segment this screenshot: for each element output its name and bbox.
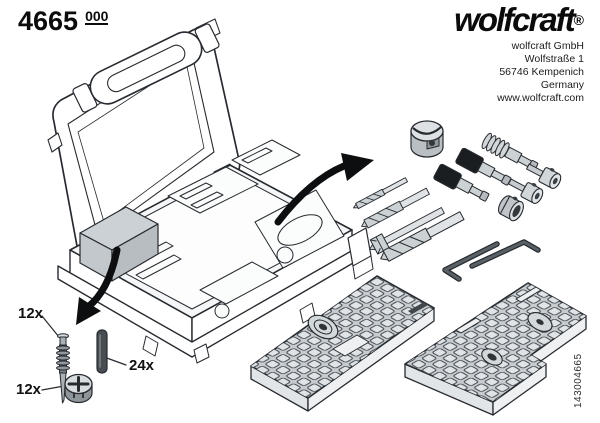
confirmat-screw <box>56 333 70 404</box>
grey-compartment-box <box>79 206 159 282</box>
leader-line <box>103 356 127 366</box>
case-handle <box>72 23 220 113</box>
foam-insert <box>127 139 345 319</box>
carrying-case <box>47 18 374 364</box>
dowels-qty-label: 24x <box>129 357 155 374</box>
drilling-jig-plate-right <box>404 282 587 416</box>
curved-arrow-to-tools-icon <box>274 153 374 226</box>
article-code: 143004665 <box>573 353 584 408</box>
address-line: wolfcraft GmbH <box>511 40 584 52</box>
product-number-suffix: 000 <box>85 8 109 25</box>
centering-pin <box>508 178 544 204</box>
logo-text: wolfcraft <box>454 1 576 38</box>
forstner-bit <box>369 207 445 255</box>
drilling-jig-plate-left <box>250 275 435 412</box>
guide-bushing <box>498 195 524 222</box>
product-number: 4665 000 <box>18 6 109 37</box>
centering-pin <box>526 163 562 189</box>
address-line: 56746 Kempenich <box>499 66 584 78</box>
black-depth-stop <box>455 147 512 186</box>
cam-lock-fitting <box>64 373 93 404</box>
address-line: www.wolfcraft.com <box>497 92 584 104</box>
leader-line <box>41 315 60 338</box>
curved-arrow-to-fasteners-icon <box>76 246 121 325</box>
leader-line <box>41 385 65 391</box>
lid-latch <box>47 132 63 153</box>
address-line: Wolfstraße 1 <box>524 53 584 65</box>
tool-group <box>353 120 562 282</box>
wolfcraft-logo: wolfcraft® <box>454 2 584 38</box>
product-number-main: 4665 <box>18 6 79 36</box>
hex-key <box>442 241 500 282</box>
screws-qty-label: 12x <box>18 305 44 322</box>
hex-key <box>469 239 541 269</box>
twist-drill-small <box>353 177 408 210</box>
company-address: wolfcraft GmbH Wolfstraße 1 56746 Kempen… <box>454 40 584 105</box>
brand-block: wolfcraft® wolfcraft GmbH Wolfstraße 1 5… <box>454 2 584 105</box>
cams-qty-label: 12x <box>16 381 42 398</box>
wood-dowel <box>96 329 108 374</box>
twist-drill-medium <box>361 187 430 229</box>
black-depth-stop <box>433 163 490 202</box>
twist-drill-large <box>380 211 465 262</box>
fastener-group <box>41 315 127 404</box>
cam-depth-collar <box>410 120 444 158</box>
address-line: Germany <box>540 79 584 91</box>
registered-mark: ® <box>573 12 584 28</box>
